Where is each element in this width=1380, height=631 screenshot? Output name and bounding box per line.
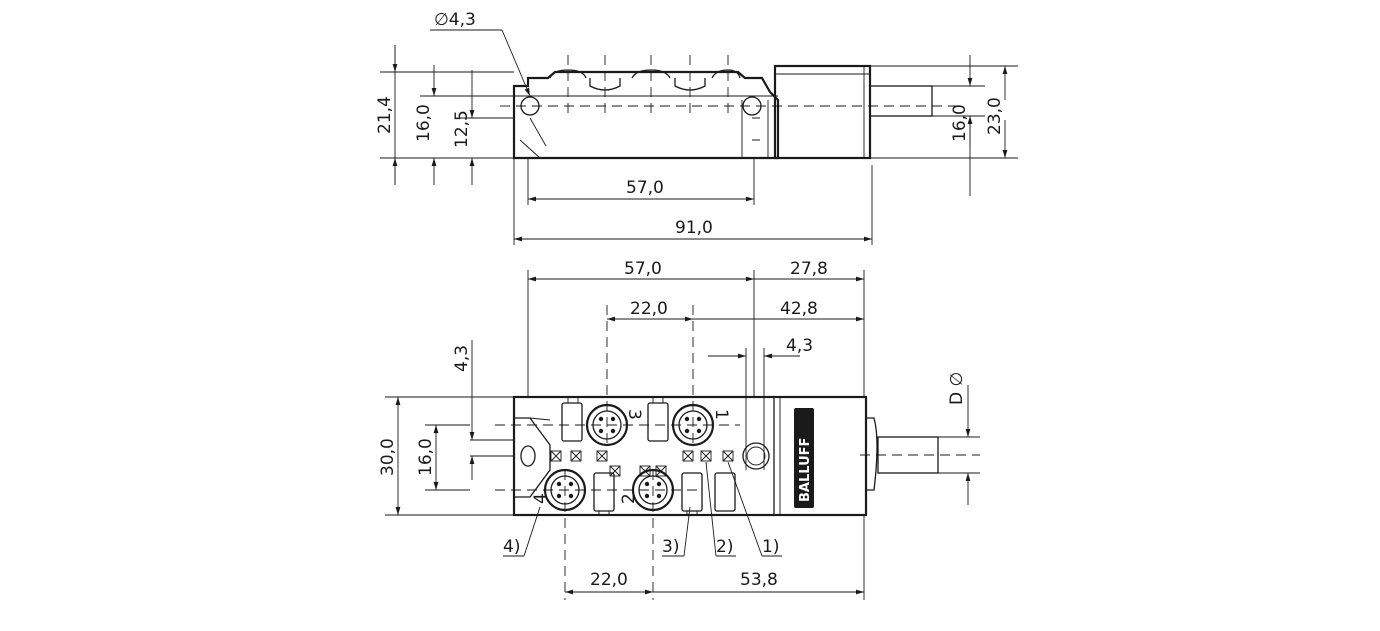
front-height-total: 30,0	[378, 438, 398, 476]
top-connector-height: 23,0	[985, 97, 1005, 135]
front-cable-gland	[866, 417, 878, 491]
front-left-hole	[520, 445, 536, 467]
front-height-inner: 16,0	[416, 438, 436, 476]
top-cable	[869, 85, 933, 117]
front-port-pitch-top: 22,0	[630, 299, 668, 319]
top-body-outline	[512, 70, 780, 160]
port-4-number: 4	[531, 493, 551, 504]
front-offset-right: 27,8	[790, 259, 828, 279]
top-view: ∅4,3 21,4 16,0 12,5 16,0 23,0 57,0	[375, 10, 1018, 245]
top-spacing-label: 57,0	[626, 178, 664, 198]
top-height-inner: 16,0	[414, 104, 434, 142]
callout-4: 4)	[503, 537, 520, 557]
front-offset-bottom: 53,8	[740, 570, 778, 590]
top-length-label: 91,0	[675, 218, 713, 238]
top-hole-diameter-label: ∅4,3	[434, 10, 476, 30]
top-connector-diameter: 16,0	[950, 104, 970, 142]
front-view: 3 1 4 2 BALLUFF	[378, 259, 980, 600]
top-height-total: 21,4	[375, 96, 395, 134]
front-cable-diameter: D ∅	[947, 372, 967, 405]
top-height-hole: 12,5	[452, 110, 472, 148]
svg-text:BALLUFF: BALLUFF	[798, 438, 813, 502]
callout-2: 2)	[716, 537, 733, 557]
callout-1: 1)	[762, 537, 779, 557]
front-spacing-top: 57,0	[624, 259, 662, 279]
front-offset-port: 42,8	[780, 299, 818, 319]
port-1-number: 1	[711, 409, 731, 420]
port-3-number: 3	[624, 409, 644, 420]
front-port-pitch-bottom: 22,0	[590, 570, 628, 590]
balluff-logo: BALLUFF	[794, 408, 814, 508]
port-2-number: 2	[619, 493, 639, 504]
front-hole-width: 4,3	[786, 336, 813, 356]
callout-3: 3)	[662, 537, 679, 557]
led-indicators	[550, 450, 734, 477]
top-connector-housing	[773, 64, 872, 160]
front-hole-offset: 4,3	[452, 345, 472, 372]
front-right-hole	[742, 442, 770, 470]
